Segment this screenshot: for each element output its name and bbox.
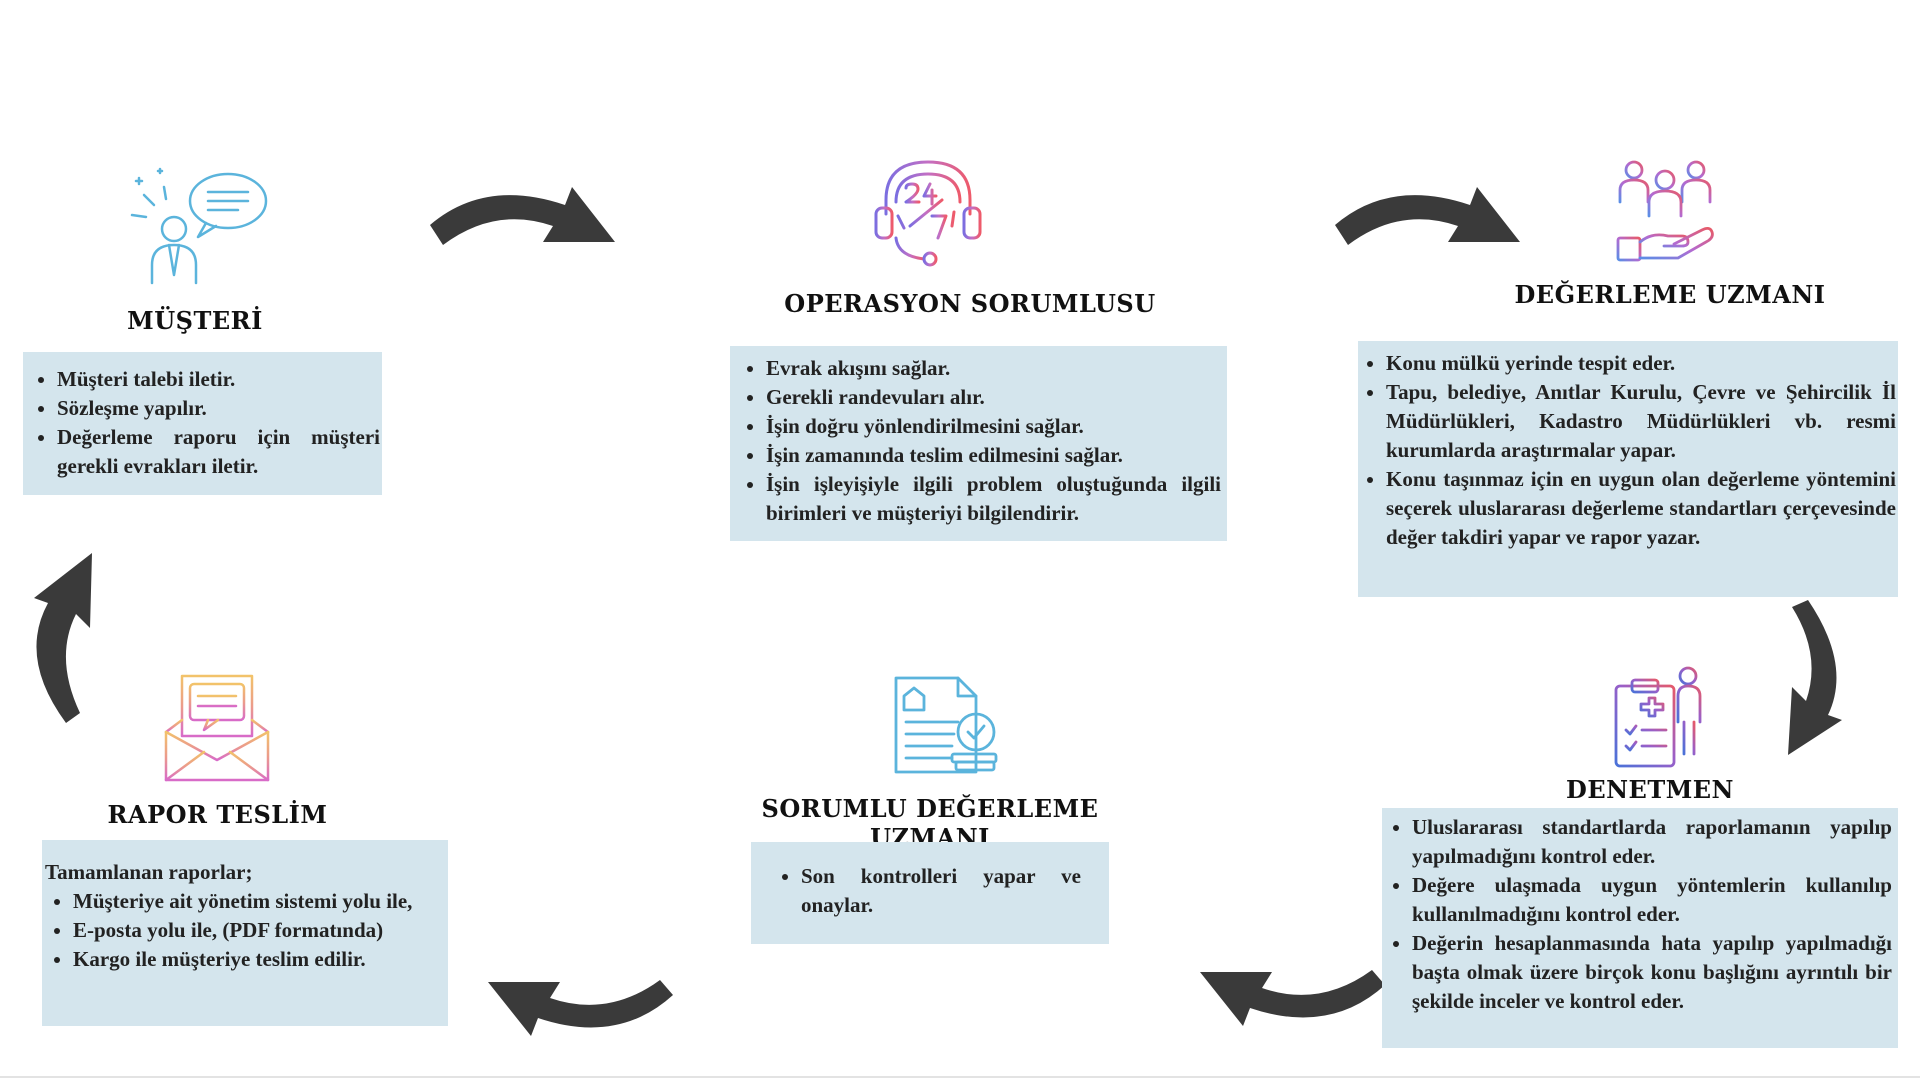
rapor-title: RAPOR TESLİM: [107, 800, 328, 829]
headset-24-7-icon: [874, 160, 982, 267]
envelope-message-icon: [164, 674, 270, 782]
list-item: Değere ulaşmada uygun yöntemlerin kullan…: [1412, 871, 1892, 929]
operasyon-title: OPERASYON SORUMLUSU: [784, 289, 1156, 318]
degerleme-box: Konu mülkü yerinde tespit eder. Tapu, be…: [1358, 341, 1898, 597]
musteri-list: Müşteri talebi iletir. Sözleşme yapılır.…: [29, 365, 380, 481]
list-item: Sözleşme yapılır.: [57, 394, 380, 423]
musteri-title: MÜŞTERİ: [127, 306, 263, 335]
rapor-box: Tamamlanan raporlar; Müşteriye ait yönet…: [42, 840, 448, 1026]
list-item: Tapu, belediye, Anıtlar Kurulu, Çevre ve…: [1386, 378, 1896, 465]
list-item: Gerekli randevuları alır.: [766, 383, 1221, 412]
arrow-degerleme-to-denetmen-icon: [1788, 600, 1842, 755]
list-item: Konu taşınmaz için en uygun olan değerle…: [1386, 465, 1896, 552]
rapor-intro: Tamamlanan raporlar;: [45, 860, 253, 884]
arrow-sorumlu-to-rapor-icon: [488, 980, 673, 1036]
list-item: E-posta yolu ile, (PDF formatında): [73, 916, 444, 945]
arrow-operasyon-to-degerleme-icon: [1335, 187, 1520, 245]
list-item: İşin işleyişiyle ilgili problem oluştuğu…: [766, 470, 1221, 528]
list-item: Konu mülkü yerinde tespit eder.: [1386, 349, 1896, 378]
list-item: Son kontrolleri yapar ve onaylar.: [801, 862, 1081, 920]
clipboard-inspector-icon: [1614, 666, 1702, 768]
degerleme-title: DEĞERLEME UZMANI: [1514, 280, 1826, 309]
list-item: Değerleme raporu için müşteri gerekli ev…: [57, 423, 380, 481]
customer-speech-icon: [130, 167, 268, 285]
denetmen-list: Uluslararası standartlarda raporlamanın …: [1384, 813, 1892, 1016]
arrow-musteri-to-operasyon-icon: [430, 187, 615, 245]
team-hand-icon: [1616, 160, 1714, 262]
list-item: Evrak akışını sağlar.: [766, 354, 1221, 383]
list-item: Değerin hesaplanmasında hata yapılıp yap…: [1412, 929, 1892, 1016]
arrow-rapor-to-musteri-icon: [34, 553, 92, 723]
denetmen-title: DENETMEN: [1566, 775, 1734, 804]
list-item: İşin zamanında teslim edilmesini sağlar.: [766, 441, 1221, 470]
list-item: Müşteri talebi iletir.: [57, 365, 380, 394]
list-item: Uluslararası standartlarda raporlamanın …: [1412, 813, 1892, 871]
denetmen-box: Uluslararası standartlarda raporlamanın …: [1382, 808, 1898, 1048]
arrow-denetmen-to-sorumlu-icon: [1200, 970, 1385, 1026]
degerleme-list: Konu mülkü yerinde tespit eder. Tapu, be…: [1358, 349, 1896, 552]
document-approve-icon: [894, 676, 998, 774]
list-item: İşin doğru yönlendirilmesini sağlar.: [766, 412, 1221, 441]
list-item: Müşteriye ait yönetim sistemi yolu ile,: [73, 887, 444, 916]
rapor-list: Müşteriye ait yönetim sistemi yolu ile, …: [45, 887, 444, 974]
musteri-box: Müşteri talebi iletir. Sözleşme yapılır.…: [23, 352, 382, 495]
sorumlu-box: Son kontrolleri yapar ve onaylar.: [751, 842, 1109, 944]
bottom-divider: [0, 1076, 1920, 1078]
list-item: Kargo ile müşteriye teslim edilir.: [73, 945, 444, 974]
sorumlu-list: Son kontrolleri yapar ve onaylar.: [773, 862, 1081, 920]
operasyon-list: Evrak akışını sağlar. Gerekli randevular…: [738, 354, 1221, 528]
operasyon-box: Evrak akışını sağlar. Gerekli randevular…: [730, 346, 1227, 541]
